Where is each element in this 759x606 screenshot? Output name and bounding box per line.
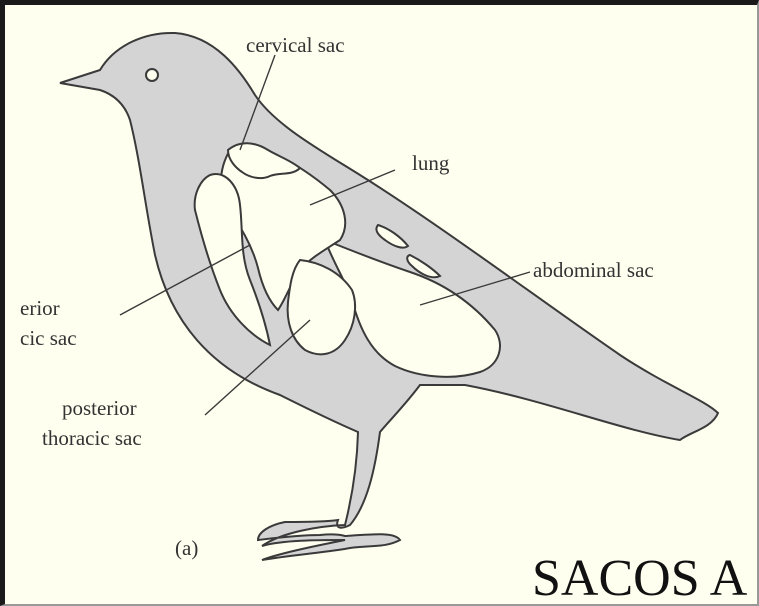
eye <box>146 69 158 81</box>
label-posterior-thoracic-line2: thoracic sac <box>42 426 142 450</box>
overlay-title: SACOS A <box>532 550 748 606</box>
label-panel-a: (a) <box>175 536 198 560</box>
label-anterior-thoracic-line1: erior <box>20 296 60 320</box>
label-anterior-thoracic-line2: cic sac <box>20 326 77 350</box>
label-cervical-sac: cervical sac <box>246 33 345 57</box>
label-lung: lung <box>412 151 450 175</box>
label-posterior-thoracic-line1: posterior <box>62 396 137 420</box>
label-abdominal-sac: abdominal sac <box>533 258 654 282</box>
